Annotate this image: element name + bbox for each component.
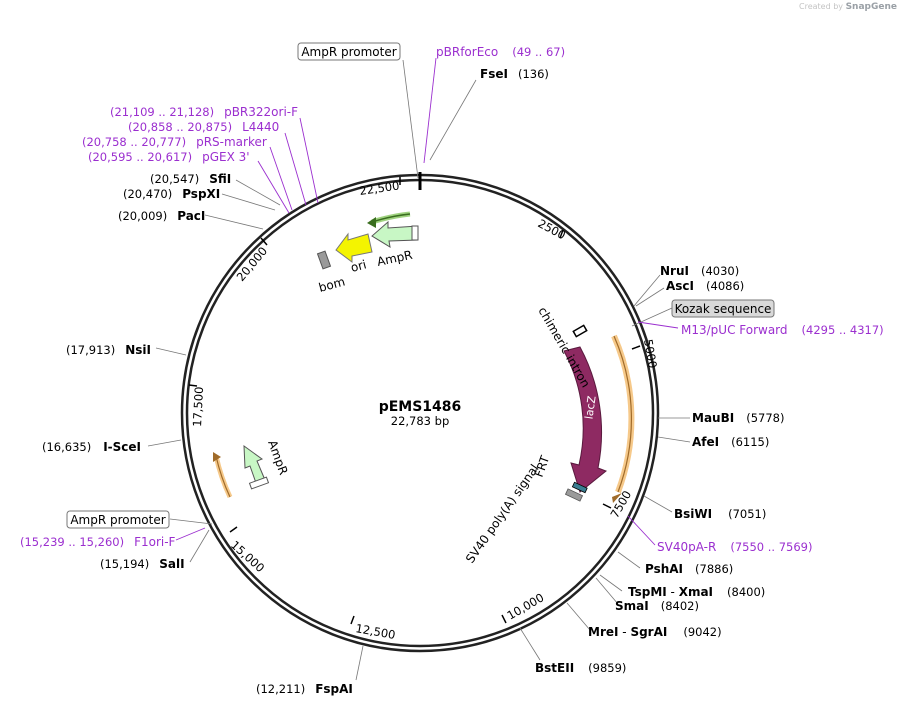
primer-pgex3: (20,595 .. 20,617)pGEX 3' — [88, 150, 250, 164]
ori-arrow — [335, 232, 373, 263]
left-orange-arrowhead — [213, 452, 221, 462]
site-pspxi: (20,470)PspXI — [123, 187, 220, 201]
site-bsteii: BstEII(9859) — [535, 661, 626, 675]
kozak-box — [671, 299, 775, 318]
ampr-promoter-left-label: AmpR promoter — [70, 513, 165, 527]
ampR-left-label: AmpR — [265, 438, 290, 476]
site-afei: AfeI(6115) — [692, 435, 769, 449]
site-fspai: (12,211)FspAI — [256, 682, 353, 696]
plasmid-length: 22,783 bp — [391, 414, 450, 428]
site-bsiwi: BsiWI(7051) — [674, 507, 766, 521]
tick-label: 17,500 — [190, 386, 206, 427]
tick-label: 5000 — [641, 338, 660, 369]
site-maubi: MauBI(5778) — [692, 411, 784, 425]
snapgene-credit: Created by SnapGene — [799, 2, 897, 12]
site-pshai: PshAI(7886) — [645, 562, 733, 576]
plasmid-name: pEMS1486 — [379, 399, 462, 415]
site-sfii: (20,547)SfiI — [150, 172, 231, 186]
ampR-left-arrow — [243, 444, 266, 484]
primer-leaders — [175, 57, 679, 546]
chimeric-intron-label: chimeric intron — [535, 305, 592, 390]
lacZ-arrow — [563, 346, 607, 493]
site-labels: FseI(136) NruI(4030) AscI(4086) MauBI(57… — [42, 67, 784, 696]
ampR-left-promoter-marker — [248, 476, 270, 490]
primer-f1ori-f: (15,239 .. 15,260)F1ori-F — [20, 535, 176, 549]
primer-sv40pa-r: SV40pA-R(7550 .. 7569) — [657, 540, 812, 554]
site-asci: AscI(4086) — [666, 279, 744, 293]
ampr-promoter-left-box — [66, 510, 170, 529]
primer-m13-puc-forward: M13/pUC Forward(4295 .. 4317) — [681, 323, 884, 337]
site-fsei: FseI(136) — [480, 67, 549, 81]
ori-label: ori — [349, 257, 368, 275]
primer-l4440: (20,858 .. 20,875)L4440 — [128, 120, 279, 134]
primer-pbrforeco: pBRforEco(49 .. 67) — [436, 45, 565, 59]
orange-feature-arc-core — [613, 335, 632, 493]
sv40-signal-marker — [564, 488, 584, 502]
chimeric-intron-marker — [572, 324, 588, 338]
credit-brand: SnapGene — [845, 2, 897, 12]
bom-marker — [316, 250, 332, 270]
tick-label: 12,500 — [354, 621, 396, 642]
bom-label: bom — [317, 274, 346, 294]
site-tspmi-xmai: TspMI - XmaI(8400) — [628, 585, 765, 599]
primer-labels: pBRforEco(49 .. 67) (21,109 .. 21,128)pB… — [20, 45, 884, 554]
leader-lines — [147, 59, 691, 681]
frt-marker — [571, 481, 588, 494]
site-sali: (15,194)SalI — [100, 557, 185, 571]
green-feature-arrowhead — [367, 217, 376, 228]
site-smai: SmaI(8402) — [615, 599, 699, 613]
sv40-signal-label: SV40 poly(A) signal — [463, 462, 542, 566]
tick-marks — [188, 177, 641, 625]
primer-pbr322ori-f: (21,109 .. 21,128)pBR322ori-F — [110, 105, 298, 119]
orange-feature-arrowhead — [612, 493, 622, 503]
ampR-top-arrow — [371, 220, 419, 248]
ampR-top-label: AmpR — [376, 248, 414, 269]
site-mrei-sgrai: MreI - SgrAI(9042) — [588, 625, 722, 639]
site-nrui: NruI(4030) — [660, 264, 739, 278]
credit-prefix: Created by — [799, 2, 844, 11]
lacZ-label: lacZ — [582, 395, 598, 420]
ampR-top-promoter-marker — [411, 225, 419, 241]
site-nsii: (17,913)NsiI — [66, 343, 151, 357]
site-i-scei: (16,635)I-SceI — [42, 440, 141, 454]
site-paci: (20,009)PacI — [118, 209, 205, 223]
tick-label: 22,500 — [358, 179, 400, 198]
ampr-promoter-top-box — [297, 42, 401, 61]
kozak-label: Kozak sequence — [675, 302, 772, 316]
primer-prs-marker: (20,758 .. 20,777)pRS-marker — [82, 135, 267, 149]
ampr-promoter-top-label: AmpR promoter — [301, 45, 396, 59]
